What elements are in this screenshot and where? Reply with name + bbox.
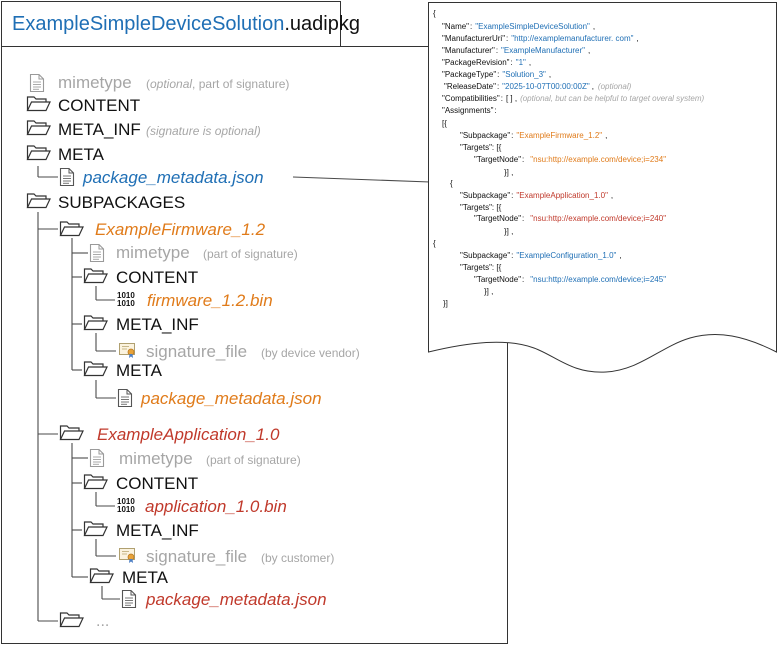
package-title-box — [1, 1, 341, 47]
firmware-mimetype-icon — [89, 243, 105, 263]
svg-text:1010: 1010 — [117, 505, 135, 514]
application-meta-inf-folder-icon — [83, 521, 108, 537]
subpackages-folder-icon — [26, 193, 51, 209]
json-document-page — [428, 2, 777, 373]
meta-folder-icon — [26, 145, 51, 161]
svg-text:1010: 1010 — [117, 497, 135, 506]
svg-text:"Targets": [{: "Targets": [{ — [460, 143, 502, 152]
svg-text:1010: 1010 — [117, 291, 135, 300]
meta-inf-folder-icon — [26, 120, 51, 136]
package-title-name: ExampleSimpleDeviceSolution — [12, 13, 284, 35]
firmware-mimetype-note: (part of signature) — [203, 247, 298, 261]
application-mimetype-note: (part of signature) — [206, 453, 301, 467]
package-container — [1, 46, 508, 644]
svg-text:{: { — [450, 179, 453, 188]
firmware-folder-label: ExampleFirmware_1.2 — [95, 220, 266, 239]
application-package-metadata-icon — [121, 589, 137, 609]
package-metadata-file-icon — [59, 167, 75, 187]
meta-inf-folder-label: META_INF — [58, 120, 141, 139]
application-meta-label: META — [122, 568, 169, 587]
application-signature-note: (by customer) — [261, 551, 334, 565]
application-mimetype-label: mimetype — [119, 449, 193, 468]
svg-text:}] ,: }] , — [484, 287, 493, 296]
json-assignments-line: "Assignments": — [442, 106, 497, 115]
firmware-binary-icon: 1010 1010 — [117, 291, 135, 308]
application-meta-inf-label: META_INF — [116, 521, 199, 540]
content-folder-icon — [26, 96, 51, 112]
json-subpackage-2: "Subpackage":"ExampleApplication_1.0", — [460, 191, 613, 200]
svg-text:}]: }] — [443, 299, 448, 308]
mimetype-file-icon — [29, 73, 45, 93]
svg-text:"Targets": [{: "Targets": [{ — [460, 263, 502, 272]
application-meta-folder-icon — [89, 568, 114, 584]
json-name-line: "Name":"ExampleSimpleDeviceSolution", — [442, 22, 595, 31]
firmware-meta-label: META — [116, 361, 163, 380]
json-subpackage-1: "Subpackage":"ExampleFirmware_1.2", — [460, 131, 607, 140]
json-release-date-line: "ReleaseDate":"2025-10-07T00:00:00Z",(op… — [444, 82, 632, 91]
firmware-content-label: CONTENT — [116, 268, 198, 287]
firmware-bin-label: firmware_1.2.bin — [147, 291, 273, 310]
application-folder-label: ExampleApplication_1.0 — [97, 425, 280, 444]
application-bin-label: application_1.0.bin — [145, 497, 287, 516]
json-target-node-3: "TargetNode":"nsu:http://example.com/dev… — [474, 275, 666, 284]
more-subpackages-folder-icon — [59, 612, 84, 628]
svg-text:1010: 1010 — [117, 299, 135, 308]
firmware-signature-icon — [119, 343, 135, 359]
firmware-content-folder-icon — [83, 268, 108, 284]
package-metadata-label: package_metadata.json — [82, 168, 264, 187]
application-binary-icon: 1010 1010 — [117, 497, 135, 514]
application-content-folder-icon — [83, 474, 108, 490]
json-manufacturer-line: "Manufacturer":"ExampleManufacturer", — [442, 46, 590, 55]
application-signature-icon — [119, 548, 135, 564]
json-subpackage-3: "Subpackage":"ExampleConfiguration_1.0", — [460, 251, 622, 260]
json-compatibilities-line: "Compatibilities":[ ] ,(optional, but ca… — [442, 94, 705, 103]
svg-text:{: { — [433, 239, 436, 248]
firmware-mimetype-label: mimetype — [116, 243, 190, 262]
meta-inf-note: (signature is optional) — [146, 124, 261, 138]
svg-text:}] ,: }] , — [504, 227, 513, 236]
package-title-ext: .uadipkg — [284, 13, 360, 35]
tree-connectors — [37, 166, 431, 622]
svg-text:"Targets": [{: "Targets": [{ — [460, 203, 502, 212]
meta-folder-label: META — [58, 145, 105, 164]
firmware-folder-icon — [59, 221, 84, 237]
json-package-type-line: "PackageType":"Solution_3", — [442, 70, 551, 79]
json-target-node-2: "TargetNode":"nsu:http://example.com/dev… — [474, 214, 666, 223]
firmware-meta-inf-label: META_INF — [116, 315, 199, 334]
json-target-node-1: "TargetNode":"nsu:http://example.com/dev… — [474, 155, 666, 164]
application-content-label: CONTENT — [116, 474, 198, 493]
firmware-signature-label: signature_file — [146, 342, 247, 361]
application-signature-label: signature_file — [146, 547, 247, 566]
firmware-package-metadata-label: package_metadata.json — [140, 389, 322, 408]
firmware-signature-note: (by device vendor) — [261, 346, 360, 360]
firmware-meta-folder-icon — [83, 361, 108, 377]
application-folder-icon — [59, 425, 84, 441]
firmware-meta-inf-folder-icon — [83, 315, 108, 331]
firmware-package-metadata-icon — [117, 388, 133, 408]
application-package-metadata-label: package_metadata.json — [145, 590, 327, 609]
svg-text:{: { — [433, 9, 436, 18]
svg-text:}] ,: }] , — [504, 168, 513, 177]
mimetype-label: mimetype — [58, 73, 132, 92]
svg-text:[{: [{ — [442, 119, 447, 128]
json-revision-line: "PackageRevision":"1", — [442, 58, 531, 67]
package-title: ExampleSimpleDeviceSolution.uadipkg — [12, 13, 360, 35]
mimetype-note: (optional, part of signature) — [146, 77, 289, 91]
subpackages-folder-label: SUBPACKAGES — [58, 193, 185, 212]
content-folder-label: CONTENT — [58, 96, 140, 115]
application-mimetype-icon — [89, 448, 105, 468]
json-document: { "Name":"ExampleSimpleDeviceSolution", … — [433, 9, 705, 308]
more-subpackages-ellipsis: ... — [96, 613, 109, 630]
json-manufacturer-uri-line: "ManufacturerUri":"http://examplemanufac… — [442, 34, 639, 43]
